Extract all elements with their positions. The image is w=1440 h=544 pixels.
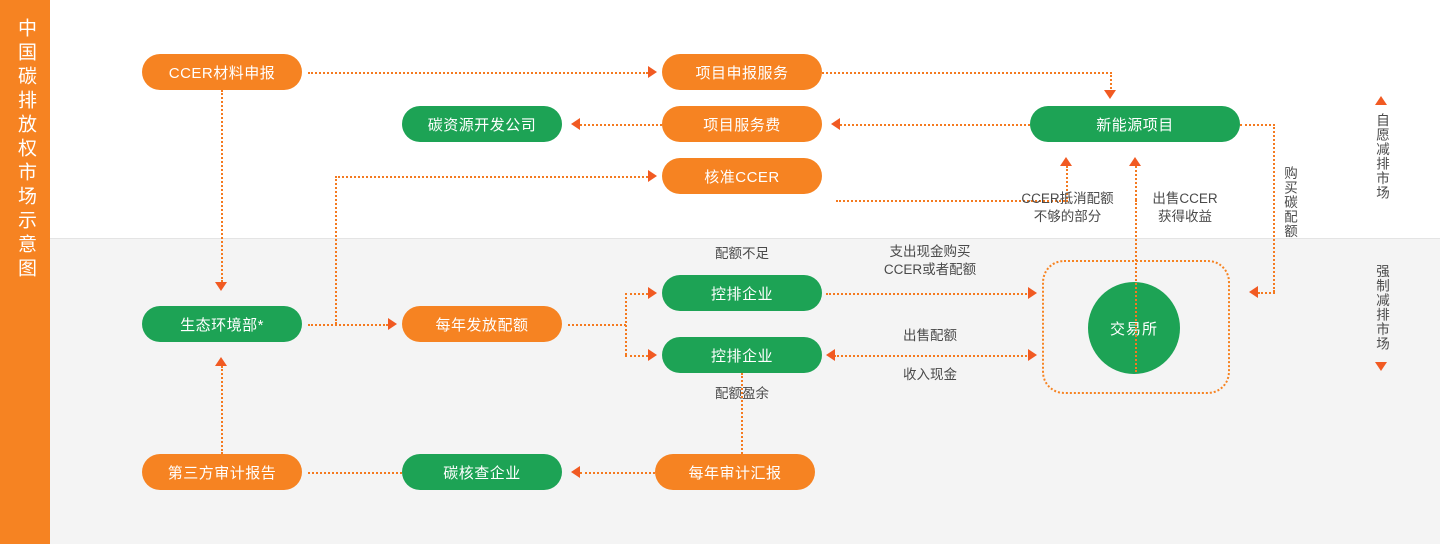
arrow-fee-to-resource-company-icon bbox=[571, 118, 580, 130]
mandatory-market-down-arrow-icon bbox=[1375, 362, 1387, 371]
node-annual-quota-issue[interactable]: 每年发放配额 bbox=[402, 306, 562, 342]
node-ministry-environment-label: 生态环境部* bbox=[180, 316, 264, 334]
edge-enterprise2-to-audit-report bbox=[741, 373, 743, 454]
node-annual-audit-report[interactable]: 每年审计汇报 bbox=[655, 454, 815, 490]
edge-approved-ccer-to-newenergy-v bbox=[1066, 166, 1068, 202]
label-pay-cash-buy-line2: CCER或者配额 bbox=[883, 262, 977, 277]
label-pay-cash-buy-line1: 支出现金购买 bbox=[889, 244, 971, 259]
label-sell-ccer-gain-line1: 出售CCER bbox=[1152, 191, 1218, 206]
node-project-declaration-service-label: 项目申报服务 bbox=[695, 64, 789, 82]
node-approved-ccer[interactable]: 核准CCER bbox=[662, 158, 822, 194]
edge-quota-branch-h bbox=[568, 324, 626, 326]
edge-newenergy-to-exchange-h2 bbox=[1258, 292, 1275, 294]
label-mandatory-market: 强制减排市场 bbox=[1374, 264, 1389, 351]
edge-quota-to-enterprise1 bbox=[625, 293, 648, 295]
node-third-party-audit-report-label: 第三方审计报告 bbox=[167, 464, 277, 482]
edge-quota-branch-v bbox=[625, 293, 627, 355]
node-controlled-enterprise-1-label: 控排企业 bbox=[710, 285, 773, 303]
arrow-quota-to-enterprise2-icon bbox=[648, 349, 657, 361]
edge-exchange-to-newenergy-v2 bbox=[1135, 166, 1137, 200]
edge-third-party-to-ministry bbox=[221, 366, 223, 454]
node-approved-ccer-label: 核准CCER bbox=[704, 168, 780, 186]
node-annual-quota-issue-label: 每年发放配额 bbox=[435, 316, 529, 334]
edge-trunk-to-approved-ccer bbox=[335, 176, 648, 178]
node-controlled-enterprise-2[interactable]: 控排企业 bbox=[662, 337, 822, 373]
node-project-service-fee[interactable]: 项目服务费 bbox=[662, 106, 822, 142]
edge-quota-to-enterprise2 bbox=[625, 355, 648, 357]
node-carbon-resource-company[interactable]: 碳资源开发公司 bbox=[402, 106, 562, 142]
edge-verification-to-third-party bbox=[308, 472, 402, 474]
node-controlled-enterprise-2-label: 控排企业 bbox=[710, 347, 773, 365]
edge-declaration-to-newenergy-v bbox=[1110, 72, 1112, 92]
label-quota-surplus: 配额盈余 bbox=[715, 386, 769, 401]
arrow-declaration-to-newenergy-icon bbox=[1104, 90, 1116, 99]
voluntary-market-up-arrow-icon bbox=[1375, 96, 1387, 105]
arrow-enterprise2-to-exchange-icon bbox=[1028, 349, 1037, 361]
label-quota-shortage: 配额不足 bbox=[715, 246, 769, 261]
edge-trunk-vertical bbox=[335, 176, 337, 324]
node-third-party-audit-report[interactable]: 第三方审计报告 bbox=[142, 454, 302, 490]
label-ccer-offset-shortfall-line2: 不够的部分 bbox=[1033, 209, 1102, 224]
node-ccer-material[interactable]: CCER材料申报 bbox=[142, 54, 302, 90]
arrow-newenergy-to-exchange-icon bbox=[1249, 286, 1258, 298]
arrow-third-party-to-ministry-icon bbox=[215, 357, 227, 366]
node-carbon-verification-company[interactable]: 碳核查企业 bbox=[402, 454, 562, 490]
node-carbon-verification-company-label: 碳核查企业 bbox=[443, 464, 521, 482]
arrow-ccer-to-ministry-icon bbox=[215, 282, 227, 291]
node-exchange-label: 交易所 bbox=[1109, 320, 1158, 338]
edge-newenergy-to-exchange-v bbox=[1273, 124, 1275, 292]
label-buy-carbon-quota: 购买碳配额 bbox=[1282, 166, 1297, 239]
node-exchange[interactable]: 交易所 bbox=[1088, 282, 1180, 374]
edge-newenergy-to-fee bbox=[840, 124, 1030, 126]
edge-enterprise1-to-exchange bbox=[826, 293, 1030, 295]
edge-exchange-to-enterprise2 bbox=[834, 355, 1030, 357]
arrow-exchange-to-newenergy-icon bbox=[1129, 157, 1141, 166]
node-annual-audit-report-label: 每年审计汇报 bbox=[688, 464, 782, 482]
edge-ministry-to-quota bbox=[308, 324, 388, 326]
arrow-enterprise1-to-exchange-icon bbox=[1028, 287, 1037, 299]
edge-newenergy-to-exchange-h1 bbox=[1240, 124, 1275, 126]
edge-audit-report-to-verification bbox=[580, 472, 655, 474]
label-sell-ccer-gain: 出售CCER 获得收益 bbox=[1140, 190, 1230, 226]
arrow-quota-to-enterprise1-icon bbox=[648, 287, 657, 299]
arrow-ccer-to-declaration-icon bbox=[648, 66, 657, 78]
edge-fee-to-resource-company bbox=[580, 124, 662, 126]
edge-ccer-to-ministry bbox=[221, 90, 223, 282]
label-pay-cash-buy: 支出现金购买 CCER或者配额 bbox=[855, 243, 1005, 279]
label-receive-cash: 收入现金 bbox=[903, 367, 957, 382]
label-voluntary-market: 自愿减排市场 bbox=[1374, 113, 1389, 200]
node-controlled-enterprise-1[interactable]: 控排企业 bbox=[662, 275, 822, 311]
label-ccer-offset-shortfall-line1: CCER抵消配额 bbox=[1021, 191, 1114, 206]
edge-declaration-to-newenergy-h bbox=[822, 72, 1112, 74]
edge-ccer-to-declaration bbox=[308, 72, 648, 74]
arrow-approved-ccer-to-newenergy-icon bbox=[1060, 157, 1072, 166]
arrow-ministry-to-quota-icon bbox=[388, 318, 397, 330]
node-project-declaration-service[interactable]: 项目申报服务 bbox=[662, 54, 822, 90]
node-carbon-resource-company-label: 碳资源开发公司 bbox=[427, 116, 537, 134]
arrow-newenergy-to-fee-icon bbox=[831, 118, 840, 130]
edge-exchange-to-newenergy-v bbox=[1135, 200, 1137, 372]
arrow-audit-report-to-verification-icon bbox=[571, 466, 580, 478]
label-sell-ccer-gain-line2: 获得收益 bbox=[1158, 209, 1212, 224]
node-new-energy-project[interactable]: 新能源项目 bbox=[1030, 106, 1240, 142]
page-title: 中国碳排放权市场示意图 bbox=[15, 18, 36, 282]
edge-approved-ccer-to-newenergy-h bbox=[836, 200, 1068, 202]
label-sell-quota: 出售配额 bbox=[903, 328, 957, 343]
node-project-service-fee-label: 项目服务费 bbox=[703, 116, 781, 134]
node-new-energy-project-label: 新能源项目 bbox=[1096, 116, 1174, 134]
label-ccer-offset-shortfall: CCER抵消配额 不够的部分 bbox=[1000, 190, 1135, 226]
title-sidebar: 中国碳排放权市场示意图 bbox=[0, 0, 50, 544]
node-ccer-material-label: CCER材料申报 bbox=[168, 64, 276, 82]
arrow-exchange-to-enterprise2-icon bbox=[826, 349, 835, 361]
node-ministry-environment[interactable]: 生态环境部* bbox=[142, 306, 302, 342]
arrow-trunk-to-approved-ccer-icon bbox=[648, 170, 657, 182]
